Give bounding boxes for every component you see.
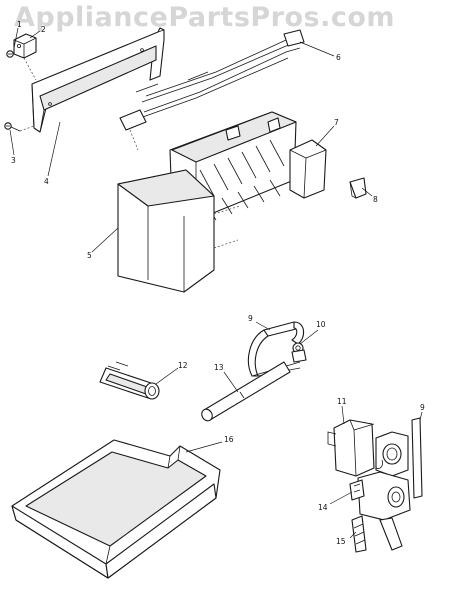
valve-bracket-part-14[interactable] (349, 479, 365, 501)
front-cover-part-5[interactable] (117, 169, 241, 293)
tube-sleeve-part-12[interactable] (99, 361, 160, 400)
clip-part-8[interactable] (349, 177, 367, 199)
callout-12: 12 (178, 361, 188, 370)
screw-part-3[interactable] (4, 122, 21, 132)
callout-3: 3 (11, 156, 16, 165)
wire-harness-part-6[interactable] (119, 29, 305, 151)
valve-fitting-part-15[interactable] (351, 515, 403, 553)
ice-bin-part-16[interactable] (11, 439, 221, 579)
callout-labels: 1 2 3 4 5 6 7 8 9 9 10 11 12 13 14 15 16 (11, 20, 425, 546)
callout-5: 5 (87, 251, 92, 260)
callout-10: 10 (316, 320, 326, 329)
callout-6: 6 (336, 53, 341, 62)
fill-tube-part-13[interactable] (200, 361, 291, 423)
clamp-part-10[interactable] (291, 342, 307, 363)
leader-lines (9, 27, 423, 539)
callout-9-valve-tube: 9 (420, 403, 425, 412)
callout-1: 1 (17, 20, 22, 29)
callout-11: 11 (337, 397, 347, 406)
callout-2: 2 (41, 25, 46, 34)
screw-part-1[interactable] (6, 49, 23, 58)
callout-9-fill-tube: 9 (248, 314, 253, 323)
bracket-part-2[interactable] (13, 33, 37, 59)
watermark-text: AppliancePartsPros.com (14, 2, 396, 33)
callout-7: 7 (334, 118, 339, 127)
callout-4: 4 (44, 177, 49, 186)
callout-16: 16 (224, 435, 234, 444)
water-valve-part-11[interactable] (327, 417, 423, 521)
callout-15: 15 (336, 537, 346, 546)
mounting-bracket-part-4[interactable] (19, 27, 165, 133)
callout-8: 8 (373, 195, 378, 204)
callout-14: 14 (318, 503, 328, 512)
callout-13: 13 (214, 363, 224, 372)
